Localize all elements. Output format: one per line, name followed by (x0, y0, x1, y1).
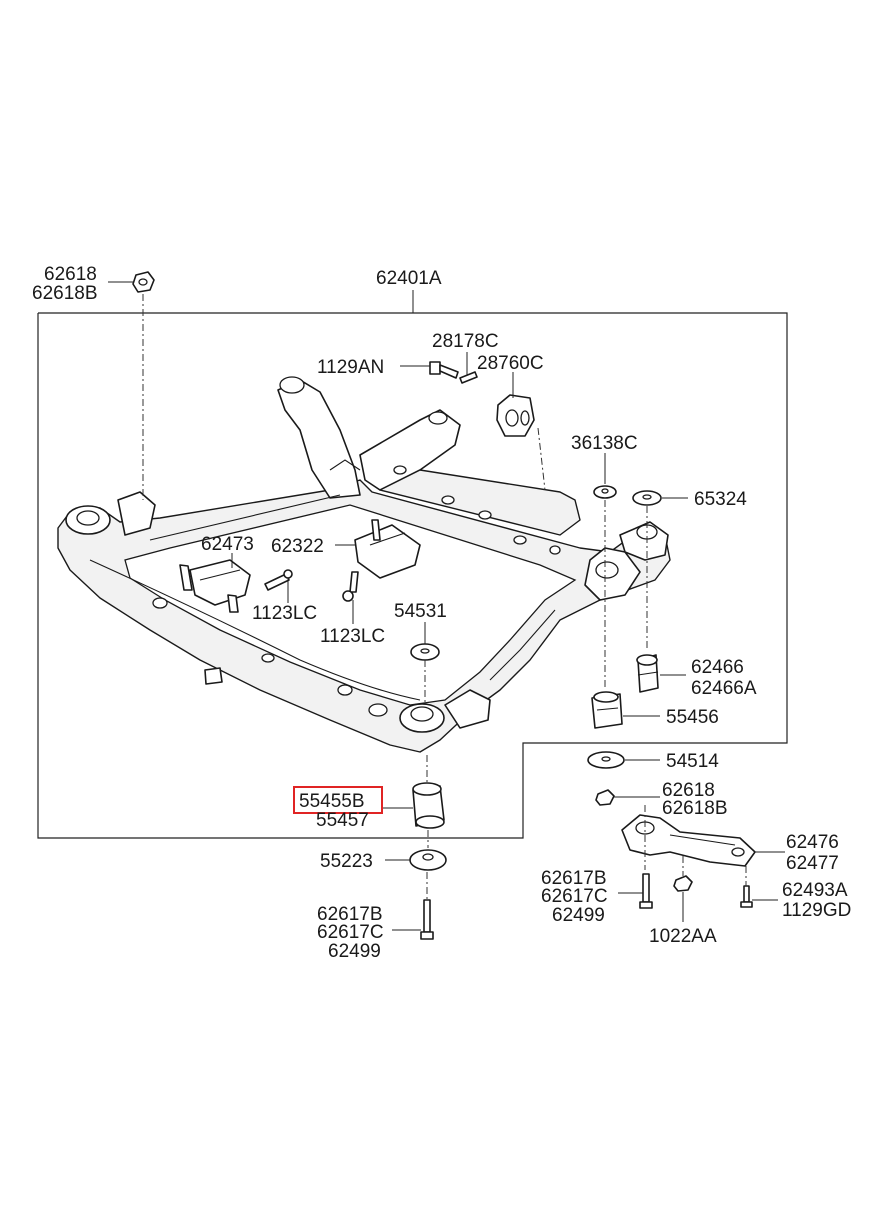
bushing-55456 (591, 691, 623, 729)
bolt-62617B-right (639, 873, 653, 909)
label-62322: 62322 (271, 536, 324, 557)
highlight-box-55455B (293, 786, 383, 814)
label-55455B: 55455B (299, 791, 365, 812)
label-62466: 62466 (691, 657, 744, 678)
label-62618B-right: 62618B (662, 798, 728, 819)
label-62477: 62477 (786, 853, 839, 874)
label-54514: 54514 (666, 751, 719, 772)
label-1123LC-a: 1123LC (252, 603, 317, 624)
hanger-28760C (496, 394, 535, 437)
assembly-frame (37, 312, 788, 839)
label-62493A: 62493A (782, 880, 848, 901)
label-1129GD: 1129GD (782, 900, 851, 921)
bracket-62322 (354, 519, 421, 579)
label-62618B-top: 62618B (32, 283, 98, 304)
label-55223: 55223 (320, 851, 373, 872)
axis-28760C (537, 427, 546, 491)
label-62473: 62473 (201, 534, 254, 555)
label-55456: 55456 (666, 707, 719, 728)
label-62476: 62476 (786, 832, 839, 853)
label-55457: 55457 (316, 810, 369, 831)
label-62401A: 62401A (376, 268, 442, 289)
bushing-55455B (412, 782, 445, 829)
label-62617C-right: 62617C (541, 886, 608, 907)
label-65324: 65324 (694, 489, 747, 510)
label-62618-right: 62618 (662, 780, 715, 801)
bolt-1123LC-a (264, 569, 293, 591)
nut-62618-top (132, 271, 155, 293)
subframe-crossmember (57, 376, 671, 753)
bolt-1123LC-b (342, 571, 359, 602)
bolt-62493A (740, 885, 753, 908)
label-62617B-right: 62617B (541, 868, 607, 889)
bushing-62466 (636, 654, 659, 693)
label-1123LC-b: 1123LC (320, 626, 385, 647)
label-62618-top: 62618 (44, 264, 97, 285)
label-62617C-bottom: 62617C (317, 922, 384, 943)
washer-54531 (410, 643, 440, 661)
label-1022AA: 1022AA (649, 926, 717, 947)
pin-28178C (459, 371, 478, 384)
label-62499-bottom: 62499 (328, 941, 381, 962)
washer-54514 (587, 751, 625, 769)
bolt-62617B-bottom (420, 899, 434, 940)
label-1129AN: 1129AN (317, 357, 384, 378)
bolt-1129AN (429, 361, 459, 379)
bracket-62476 (621, 814, 756, 867)
label-62499-right: 62499 (552, 905, 605, 926)
bracket-62473 (179, 559, 251, 613)
label-54531: 54531 (394, 601, 447, 622)
nut-62618-right (595, 789, 615, 806)
label-62617B-bottom: 62617B (317, 904, 383, 925)
label-28178C: 28178C (432, 331, 499, 352)
nut-1022AA (673, 875, 693, 892)
washer-36138C (593, 485, 617, 499)
label-62466A: 62466A (691, 678, 757, 699)
label-36138C: 36138C (571, 433, 638, 454)
washer-65324 (632, 490, 662, 506)
washer-55223 (409, 849, 447, 871)
label-28760C: 28760C (477, 353, 544, 374)
